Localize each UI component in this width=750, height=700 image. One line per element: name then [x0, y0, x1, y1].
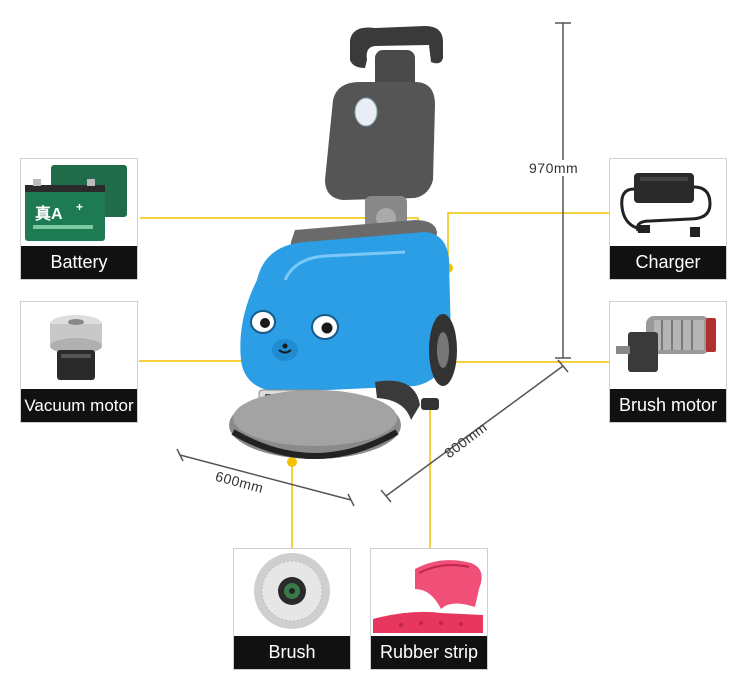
card-vacuum-motor: Vacuum motor — [20, 301, 138, 423]
battery-image: 真A + — [25, 165, 127, 241]
leader-line-charger — [447, 212, 609, 268]
rubber-strip-label: Rubber strip — [371, 636, 487, 669]
vacuum-motor-image — [50, 315, 102, 380]
floor-scrubber-machine — [229, 26, 457, 459]
card-battery: 真A + Battery — [20, 158, 138, 280]
brush-motor-image — [616, 316, 716, 372]
height-dimension-label: 970mm — [527, 160, 581, 176]
brush-image — [254, 553, 330, 629]
vacuum-motor-label: Vacuum motor — [21, 389, 137, 422]
battery-label: Battery — [21, 246, 137, 279]
card-brush: Brush — [233, 548, 351, 670]
card-brush-motor: Brush motor — [609, 301, 727, 423]
charger-image — [620, 173, 712, 237]
marker-brush — [287, 457, 297, 467]
width-dimension-line — [179, 454, 352, 501]
brush-label: Brush — [234, 636, 350, 669]
depth-dimension-line — [385, 365, 564, 497]
battery-brand-text: 真A — [35, 204, 63, 223]
card-charger: Charger — [609, 158, 727, 280]
rubber-strip-image — [373, 560, 483, 633]
card-rubber-strip: Rubber strip — [370, 548, 488, 670]
brush-motor-label: Brush motor — [610, 389, 726, 422]
charger-label: Charger — [610, 246, 726, 279]
svg-text:+: + — [76, 200, 83, 214]
